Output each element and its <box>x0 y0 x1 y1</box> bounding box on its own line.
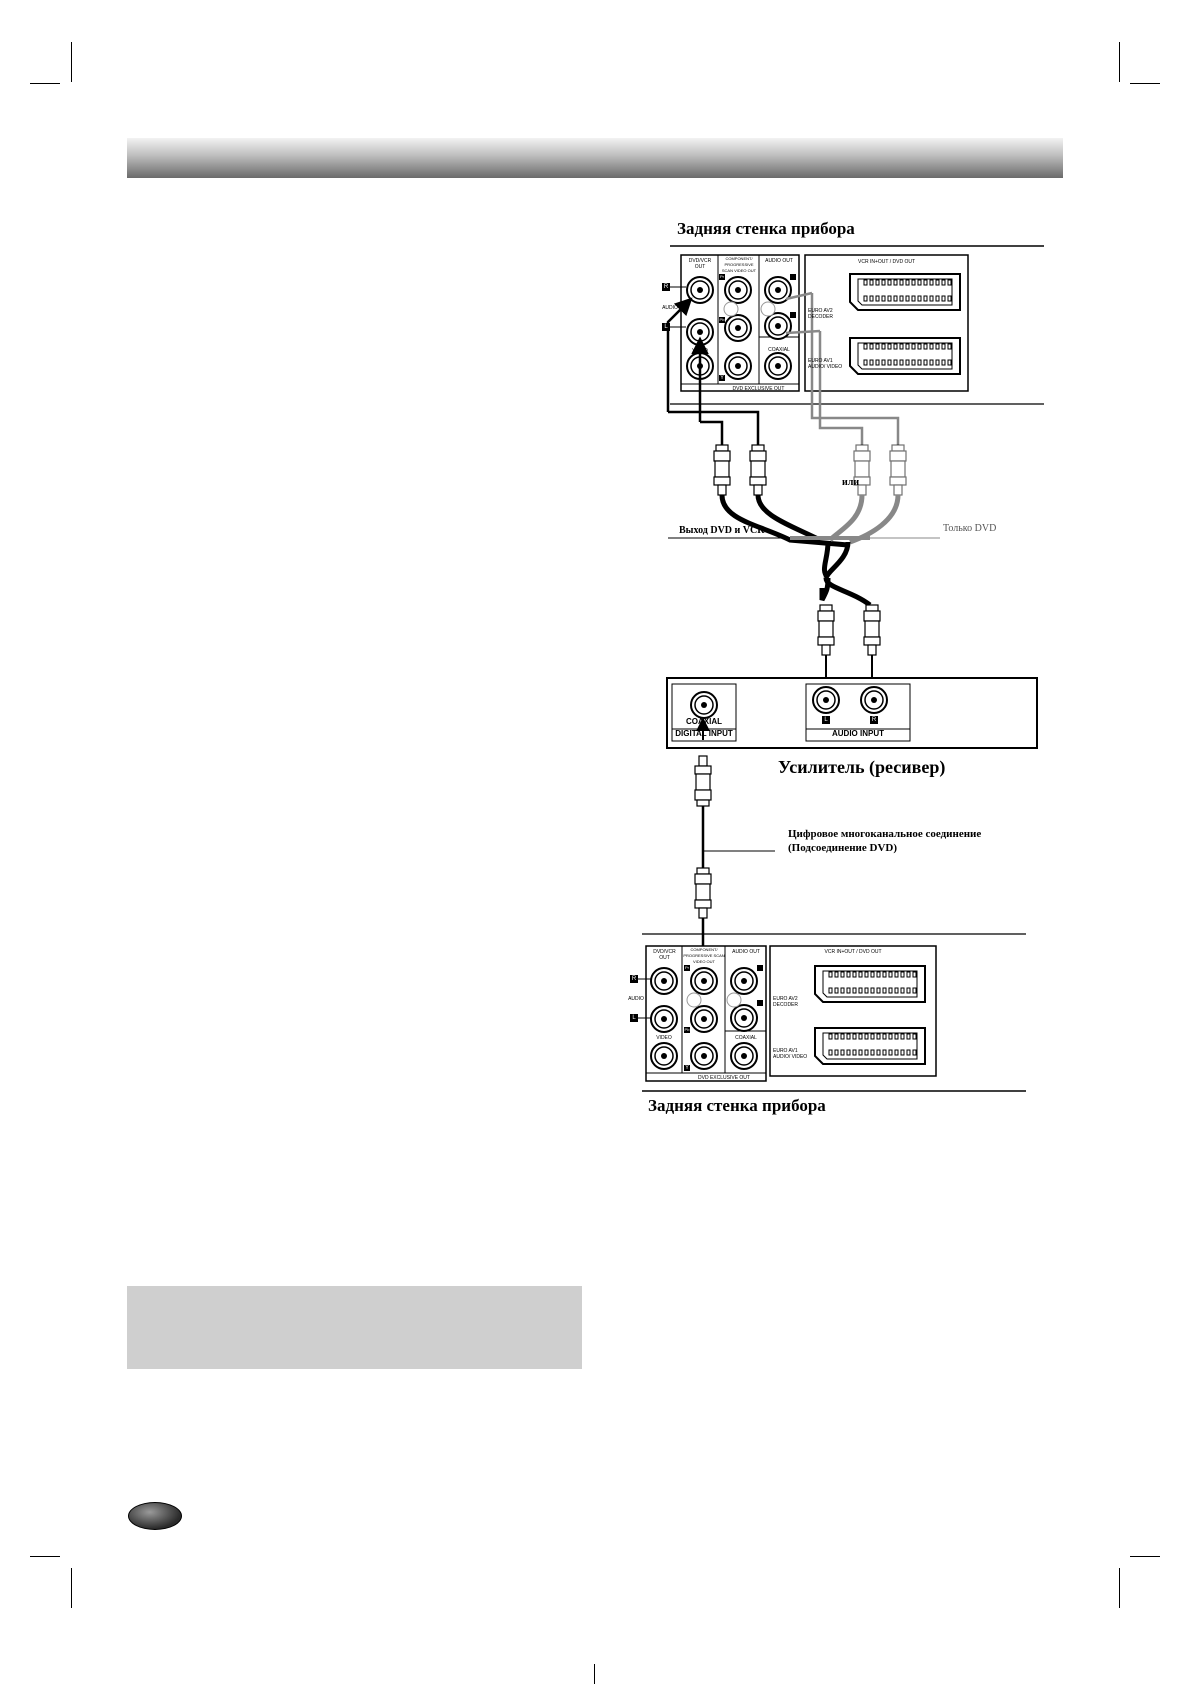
amp-r-label: R <box>871 717 877 723</box>
amp-audio-input-label: AUDIO INPUT <box>832 729 884 738</box>
section-header-bar <box>127 138 1063 178</box>
crop-mark <box>1130 83 1160 84</box>
bottom-r-label: R <box>631 976 637 982</box>
top-panel-caption: Задняя стенка прибора <box>677 219 855 238</box>
bottom-l-label: L <box>632 1015 636 1021</box>
bottom-euro-av1-label: EURO AV1 AUDIO/ VIDEO <box>773 1048 808 1060</box>
top-vcr-in-out-label: VCR IN+OUT / DVD OUT <box>858 259 915 265</box>
top-coaxial-label: COAXIAL <box>768 347 790 353</box>
digital-connection-label-1: Цифровое многоканальное соединение <box>788 828 982 840</box>
bottom-pr-label: Pr <box>685 965 689 970</box>
digital-connection-label-2: (Подсоединение DVD) <box>788 842 898 854</box>
top-pb-label: Pb <box>719 317 725 322</box>
top-audio-out-label: AUDIO OUT <box>765 258 793 264</box>
or-label: или <box>842 477 860 488</box>
amp-digital-input-label: DIGITAL INPUT <box>675 729 733 738</box>
crop-mark <box>30 1556 60 1557</box>
crop-mark <box>1130 1556 1160 1557</box>
bottom-pb-label: Pb <box>684 1027 690 1032</box>
top-dvd-exclusive-label: DVD EXCLUSIVE OUT <box>732 386 785 392</box>
top-r-label: R <box>663 284 669 290</box>
crop-mark <box>1119 1568 1120 1608</box>
top-video-label: VIDEO <box>692 348 708 354</box>
dvd-vcr-out-label: Выход DVD и VCR <box>679 525 765 536</box>
bottom-panel-caption: Задняя стенка прибора <box>648 1096 826 1115</box>
top-dvd-vcr-out-label: DVD/VCR OUT <box>688 258 712 270</box>
top-euro-av2-label: EURO AV2 DECODER <box>808 308 834 320</box>
top-euro-av1-label: EURO AV1 AUDIO/ VIDEO <box>808 358 843 370</box>
bottom-coaxial-label: COAXIAL <box>735 1035 757 1041</box>
bottom-vcr-in-out-label: VCR IN+OUT / DVD OUT <box>824 949 882 955</box>
crop-mark <box>594 1664 595 1684</box>
crop-mark <box>71 42 72 82</box>
bottom-euro-av2-label: EURO AV2 DECODER <box>773 996 799 1008</box>
bottom-audio-side-label: AUDIO <box>628 996 644 1002</box>
top-audio-side-label: AUDIO <box>662 305 678 311</box>
top-pr-label: Pr <box>720 274 724 279</box>
top-component-label: COMPONENT/ PROGRESSIVE SCAN VIDEO OUT <box>721 256 757 273</box>
bottom-component-label: COMPONENT/ PROGRESSIVE SCAN VIDEO OUT <box>683 947 725 964</box>
crop-mark <box>71 1568 72 1608</box>
page-number-tab <box>128 1502 182 1530</box>
amp-coaxial-label: COAXIAL <box>686 717 722 726</box>
note-box <box>127 1286 582 1369</box>
crop-mark <box>1119 42 1120 82</box>
bottom-dvd-vcr-out-label: DVD/VCR OUT <box>653 949 676 961</box>
top-l-label: L <box>664 324 668 330</box>
amplifier-caption: Усилитель (ресивер) <box>778 757 946 777</box>
crop-mark <box>30 83 60 84</box>
top-y-label: Y <box>720 375 724 381</box>
amp-l-label: L <box>824 717 828 723</box>
bottom-audio-out-label: AUDIO OUT <box>732 949 760 955</box>
dvd-only-label: Только DVD <box>943 523 997 534</box>
bottom-video-label: VIDEO <box>656 1035 672 1041</box>
bottom-y-label: Y <box>685 1065 689 1071</box>
bottom-dvd-exclusive-label: DVD EXCLUSIVE OUT <box>698 1075 750 1081</box>
